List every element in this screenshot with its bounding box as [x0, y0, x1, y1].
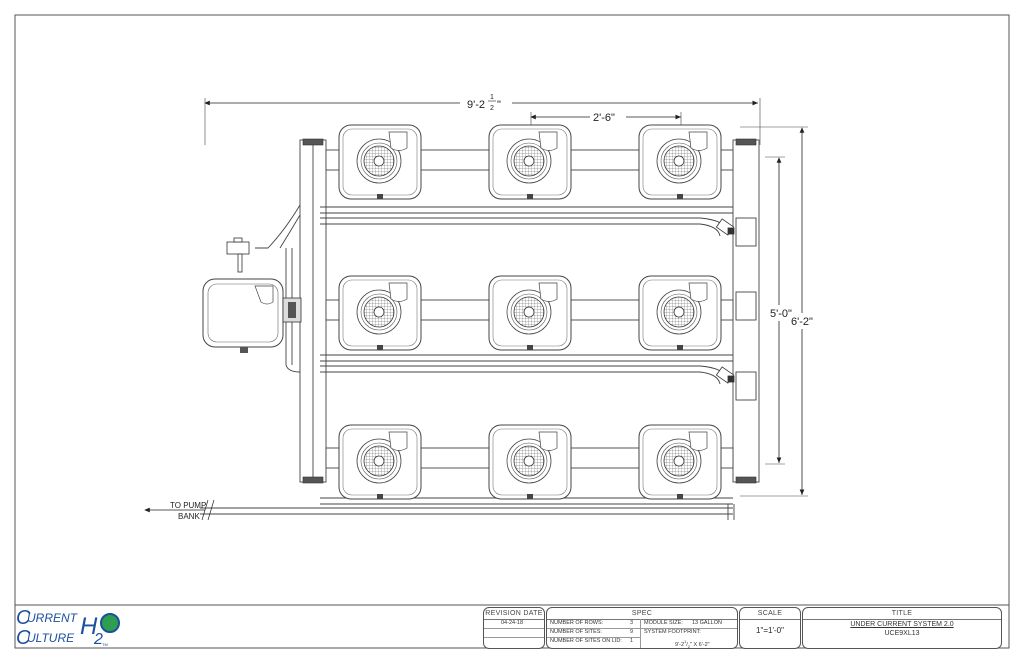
pump-label-line1: TO PUMP	[170, 501, 206, 510]
title-code: UCE9XL13	[884, 630, 920, 637]
revision-date: 04-24-18	[501, 620, 524, 626]
pump-bank-callout: TO PUMP BANK	[144, 499, 215, 521]
spec-sites-value: 9	[630, 629, 634, 635]
fill-port-icon	[688, 431, 708, 451]
spec-rows-label: NUMBER OF ROWS:	[550, 620, 604, 626]
grow-module	[488, 124, 572, 200]
spec-footprint-label: SYSTEM FOOTPRINT:	[644, 629, 701, 635]
module-grid	[338, 124, 722, 500]
scale-value: 1"=1'-0"	[756, 626, 784, 635]
fill-port-icon	[538, 131, 558, 151]
fill-port-icon	[388, 131, 408, 151]
spec-module-size-value: 13 GALLON	[692, 620, 722, 626]
spec-footprint-value: 9'-21/2" X 6'-2"	[675, 639, 710, 649]
title-box: TITLE UNDER CURRENT SYSTEM 2.0 UCE9XL13	[802, 607, 1002, 649]
pump-label-line2: BANK	[178, 512, 200, 521]
scale-header: SCALE	[740, 608, 800, 620]
dimension-overall-height: 6'-2"	[740, 126, 816, 497]
control-module	[202, 278, 302, 353]
grow-module	[338, 275, 422, 351]
logo-h: H	[80, 613, 98, 640]
logo-tm: TM	[102, 642, 108, 647]
logo-globe-icon	[100, 613, 120, 633]
grow-module	[638, 124, 722, 200]
dim-overall-width-label: 9'-2	[467, 99, 485, 111]
fill-port-icon	[688, 282, 708, 302]
revision-header: REVISION DATE	[484, 608, 544, 620]
spec-footprint-b: " X 6'-2"	[690, 641, 710, 648]
title-name: UNDER CURRENT SYSTEM 2.0	[850, 621, 954, 628]
fill-port-icon	[388, 431, 408, 451]
pump-line-valve	[226, 237, 250, 273]
logo-c1: C	[16, 607, 31, 629]
spec-sites-lid-label: NUMBER OF SITES ON LID:	[550, 638, 622, 644]
logo-word1: URRENT	[27, 611, 79, 625]
spec-rows-value: 3	[630, 620, 634, 626]
title-header: TITLE	[803, 608, 1001, 620]
spec-sites-lid-value: 1	[630, 638, 634, 644]
valve-lower	[715, 366, 735, 384]
spec-sites-label: NUMBER OF SITES:	[550, 629, 602, 635]
grow-module	[338, 124, 422, 200]
fill-port-icon	[538, 431, 558, 451]
dimension-overall-width: 9'-2 1 2 "	[204, 93, 761, 145]
grow-module	[488, 424, 572, 500]
fill-port-icon	[388, 282, 408, 302]
revision-box: REVISION DATE 04-24-18	[483, 607, 545, 649]
grow-module	[638, 424, 722, 500]
dim-overall-height-label: 6'-2"	[791, 316, 813, 328]
fill-port-icon	[688, 131, 708, 151]
current-culture-logo: C URRENT C ULTURE H 2 TM	[16, 607, 120, 648]
logo-two: 2	[93, 631, 103, 648]
dim-inch-mark: "	[497, 99, 501, 111]
grow-module	[638, 275, 722, 351]
dim-inner-height-label: 5'-0"	[770, 308, 792, 320]
spec-header: SPEC	[547, 608, 737, 620]
grow-module	[488, 275, 572, 351]
spec-box: SPEC NUMBER OF ROWS: 3 NUMBER OF SITES: …	[546, 607, 738, 649]
spec-footprint-a: 9'-2	[675, 641, 684, 648]
dim-module-spacing-label: 2'-6"	[593, 112, 615, 124]
valve-upper	[715, 218, 735, 236]
logo-word2: ULTURE	[27, 631, 75, 645]
grow-module	[338, 424, 422, 500]
manifold-end-caps	[302, 138, 757, 484]
dimension-inner-height: 5'-0"	[765, 156, 792, 465]
fill-port-icon	[538, 282, 558, 302]
dim-frac-den: 2	[490, 105, 494, 112]
spec-module-size-label: MODULE SIZE:	[644, 620, 683, 626]
dim-frac-num: 1	[490, 94, 494, 101]
logo-c2: C	[16, 627, 31, 648]
scale-box: SCALE 1"=1'-0"	[739, 607, 801, 649]
